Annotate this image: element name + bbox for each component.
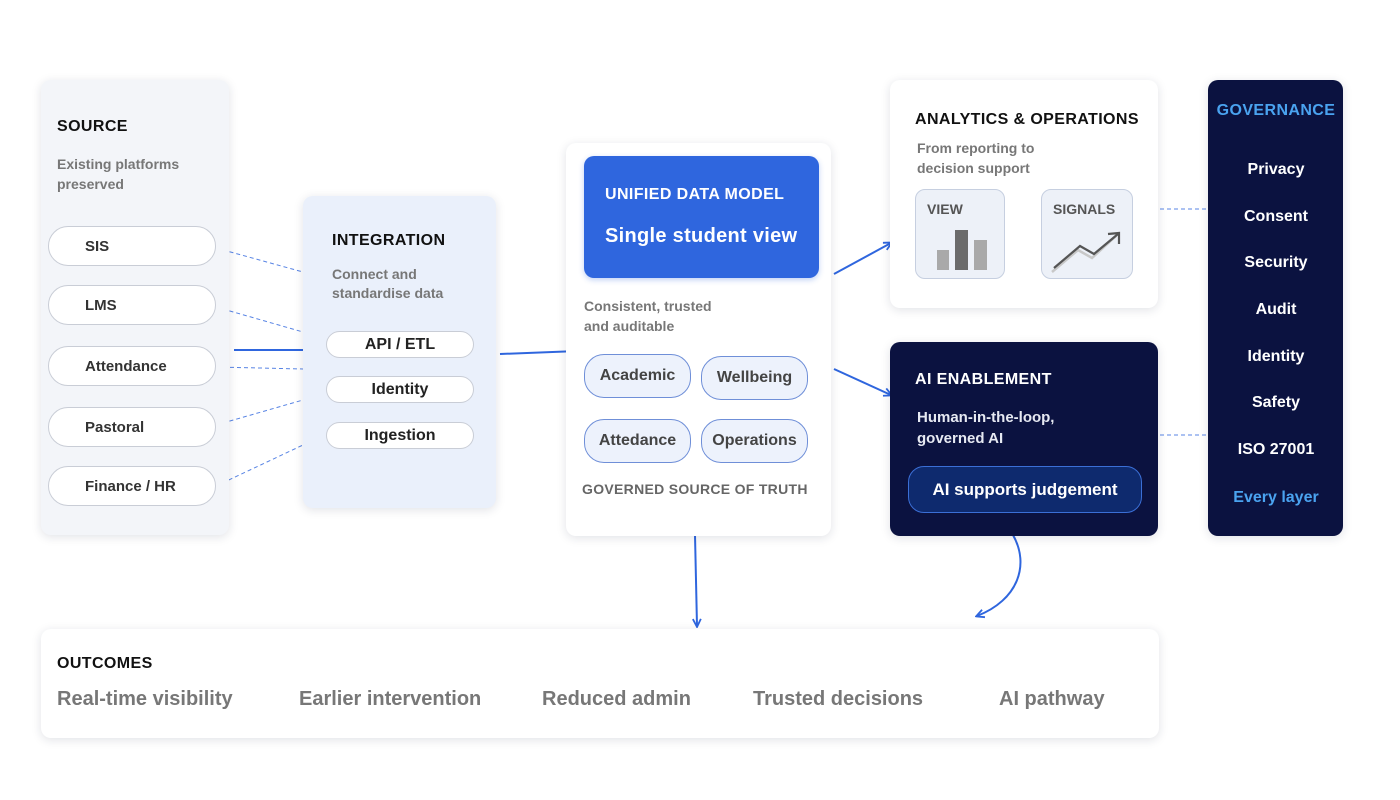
signals-tile-label: SIGNALS <box>1053 201 1116 217</box>
source-to-integration-dashed-lines <box>215 247 304 487</box>
governance-item-audit: Audit <box>1255 301 1297 318</box>
source-subtitle-line2: preserved <box>57 176 124 192</box>
governance-item-security: Security <box>1244 254 1308 271</box>
integration-item-identity[interactable]: Identity <box>326 376 474 403</box>
integration-title: INTEGRATION <box>332 232 446 249</box>
governance-item-identity: Identity <box>1247 348 1305 365</box>
integration-item-ingestion[interactable]: Ingestion <box>326 422 474 449</box>
unified-footer: GOVERNED SOURCE OF TRUTH <box>582 481 808 497</box>
analytics-subtitle-line2: decision support <box>917 160 1030 176</box>
outcome-trusted-decisions: Trusted decisions <box>753 688 924 710</box>
source-title: SOURCE <box>57 118 128 135</box>
source-item-finance-hr[interactable]: Finance / HR <box>48 466 216 506</box>
governance-item-safety: Safety <box>1251 394 1301 411</box>
governance-panel <box>1208 80 1343 536</box>
arrow-ai-to-outcomes <box>977 534 1022 616</box>
outcomes-title: OUTCOMES <box>57 655 153 672</box>
bar-chart-icon <box>937 230 987 270</box>
governance-title: GOVERNANCE <box>1216 102 1336 119</box>
arrow-unified-to-analytics <box>833 243 891 275</box>
ai-title: AI ENABLEMENT <box>915 371 1052 388</box>
arrow-unified-to-ai <box>833 368 891 395</box>
unified-title: UNIFIED DATA MODEL <box>605 186 785 203</box>
source-subtitle-line1: Existing platforms <box>57 156 180 172</box>
domain-wellbeing[interactable]: Wellbeing <box>701 356 808 400</box>
outcomes-panel <box>41 629 1159 738</box>
domain-academic[interactable]: Academic <box>584 354 691 398</box>
trend-up-icon <box>1051 231 1121 273</box>
to-governance-dashed-lines <box>1160 208 1207 436</box>
arrow-integration-to-unified <box>499 351 578 354</box>
outcome-reduced-admin: Reduced admin <box>542 688 691 710</box>
governance-item-privacy: Privacy <box>1247 161 1305 178</box>
analytics-subtitle-line1: From reporting to <box>917 140 1035 156</box>
governance-item-iso-27001: ISO 27001 <box>1237 441 1315 458</box>
ai-supports-judgement-button[interactable]: AI supports judgement <box>908 466 1142 513</box>
unified-header-block <box>584 156 819 278</box>
integration-item-api-etl[interactable]: API / ETL <box>326 331 474 358</box>
view-tile[interactable]: VIEW <box>915 189 1005 279</box>
source-item-sis[interactable]: SIS <box>48 226 216 266</box>
domain-attendance[interactable]: Attedance <box>584 419 691 463</box>
domain-operations[interactable]: Operations <box>701 419 808 463</box>
view-tile-label: VIEW <box>927 201 963 217</box>
source-item-pastoral[interactable]: Pastoral <box>48 407 216 447</box>
governance-item-consent: Consent <box>1244 208 1308 225</box>
signals-tile[interactable]: SIGNALS <box>1041 189 1133 279</box>
governance-footer: Every layer <box>1233 489 1319 506</box>
source-item-attendance[interactable]: Attendance <box>48 346 216 386</box>
outcome-earlier-intervention: Earlier intervention <box>299 688 482 710</box>
ai-subtitle-line2: governed AI <box>917 430 1004 447</box>
arrow-unified-to-outcomes <box>695 534 697 626</box>
unified-subtitle-line1: Consistent, trusted <box>584 298 712 314</box>
integration-subtitle-line2: standardise data <box>332 285 444 301</box>
analytics-title: ANALYTICS & OPERATIONS <box>915 111 1139 128</box>
unified-subtitle-line2: and auditable <box>584 318 675 334</box>
ai-subtitle-line1: Human-in-the-loop, <box>917 409 1055 426</box>
unified-headline: Single student view <box>605 225 798 247</box>
source-item-lms[interactable]: LMS <box>48 285 216 325</box>
outcome-ai-pathway: AI pathway <box>999 688 1105 710</box>
integration-subtitle-line1: Connect and <box>332 266 417 282</box>
outcome-real-time-visibility: Real-time visibility <box>57 688 233 710</box>
